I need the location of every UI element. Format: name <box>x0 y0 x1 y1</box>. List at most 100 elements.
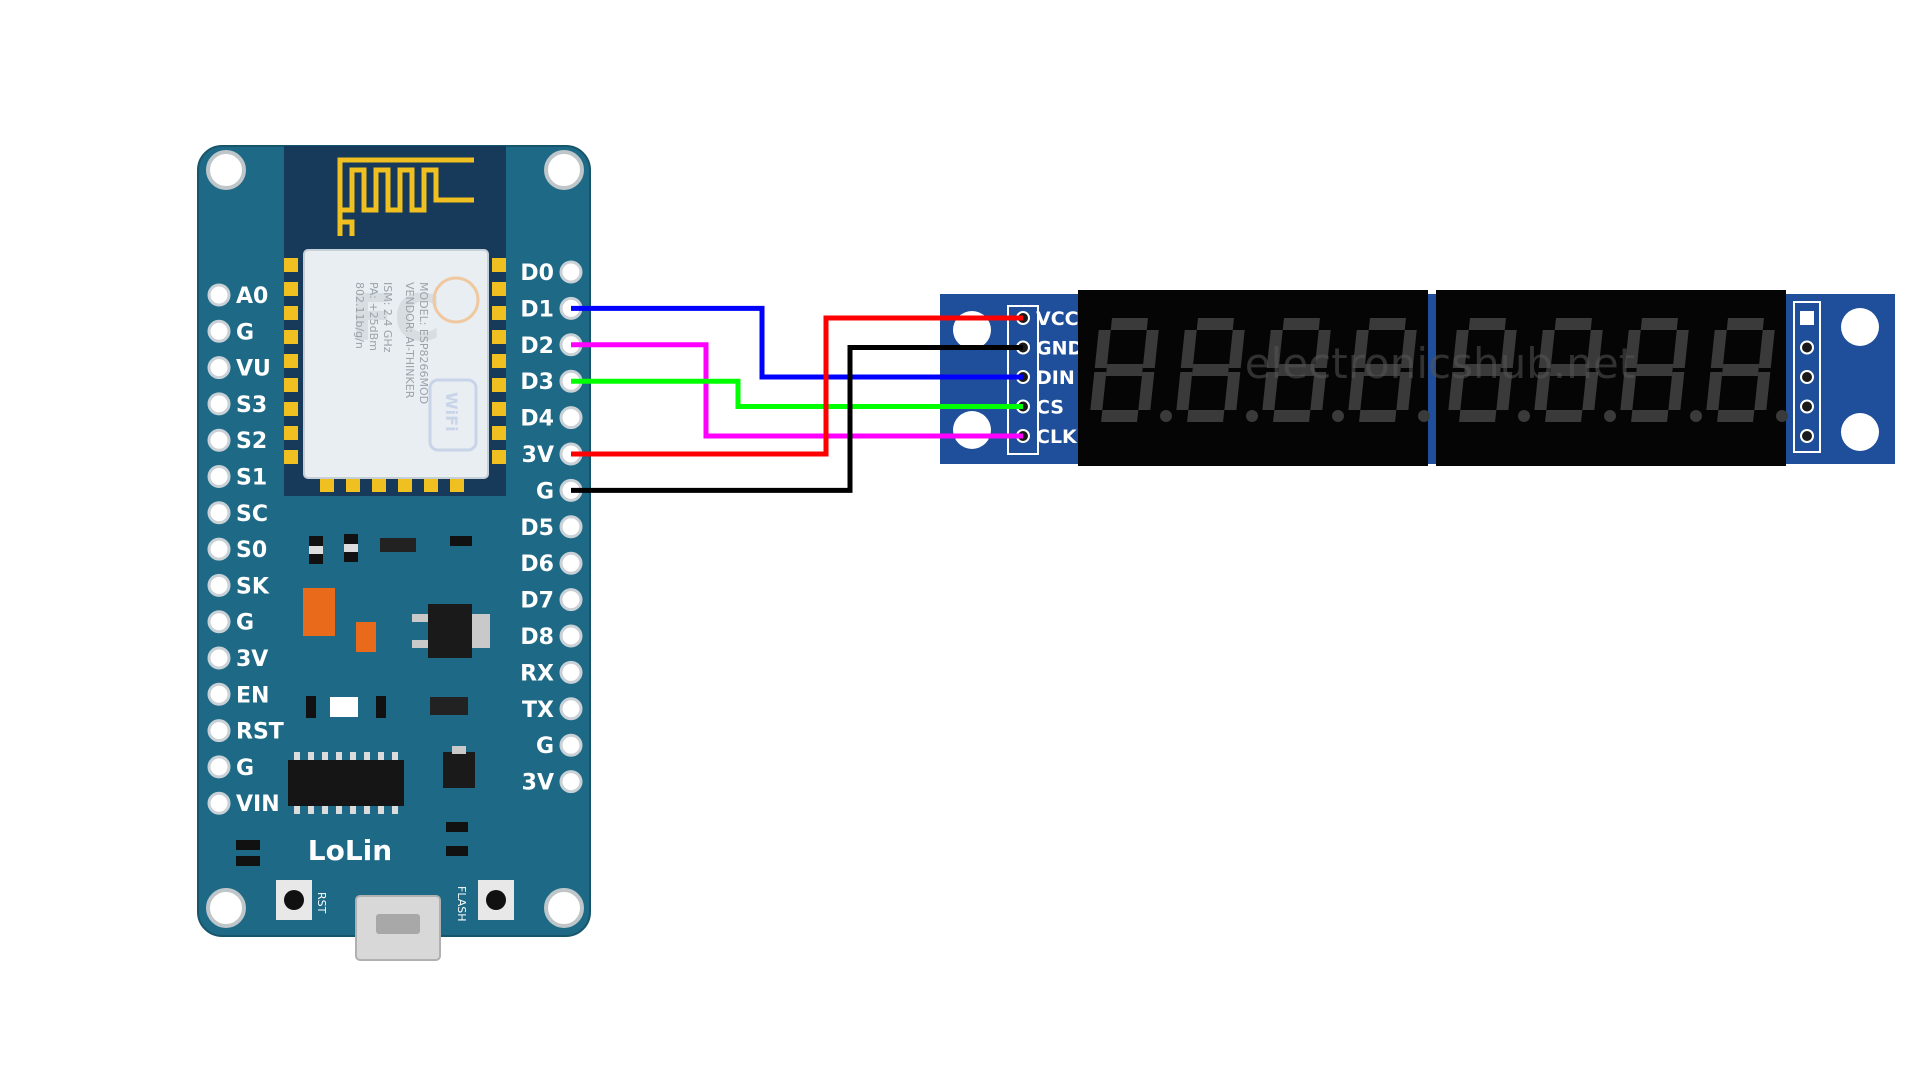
display-pin-label: DIN <box>1036 367 1075 389</box>
left-pin-label: VU <box>236 357 271 382</box>
left-pin-label: G <box>236 611 254 636</box>
right-pin-d5[interactable]: D5 <box>520 515 583 541</box>
right-pin-d3[interactable]: D3 <box>520 369 583 395</box>
right-pin-label: TX <box>522 698 554 723</box>
display-pin-cs[interactable]: CS <box>1016 397 1064 419</box>
right-pin-d7[interactable]: D7 <box>520 588 583 614</box>
right-pin-d6[interactable]: D6 <box>520 551 583 577</box>
right-pin-label: D1 <box>520 297 554 322</box>
rst-button[interactable] <box>276 880 312 920</box>
display-mount-hole <box>1841 413 1879 451</box>
wire-g-to-gnd <box>571 345 1023 493</box>
left-pin-en[interactable]: EN <box>207 682 269 708</box>
left-pin-label: G <box>236 756 254 781</box>
digit-3 <box>1262 318 1344 422</box>
right-pin-d2[interactable]: D2 <box>520 333 583 359</box>
right-pin-label: D4 <box>520 407 554 432</box>
left-pin-rst[interactable]: RST <box>207 719 284 745</box>
right-pin-d8[interactable]: D8 <box>520 624 583 650</box>
module-model: MODEL: ESP8266MOD <box>417 282 430 404</box>
right-pin-tx[interactable]: TX <box>522 697 583 723</box>
right-pin-label: D2 <box>520 334 554 359</box>
display-pin-label: GND <box>1036 338 1083 360</box>
right-pin-g[interactable]: G <box>536 733 583 759</box>
left-pin-vin[interactable]: VIN <box>207 791 280 817</box>
right-pin-label: G <box>536 734 554 759</box>
left-pin-3v[interactable]: 3V <box>207 646 268 672</box>
seven-segment-digits <box>1090 318 1788 422</box>
right-pin-label: RX <box>520 661 554 686</box>
left-pin-label: S2 <box>236 429 267 454</box>
left-pin-g[interactable]: G <box>207 610 254 636</box>
right-pin-label: D5 <box>520 516 554 541</box>
right-pin-3v[interactable]: 3V <box>522 770 583 796</box>
right-pin-label: D7 <box>520 589 554 614</box>
left-pin-s1[interactable]: S1 <box>207 465 267 491</box>
output-pin <box>1800 370 1814 384</box>
right-pin-d4[interactable]: D4 <box>520 406 583 432</box>
digit-4 <box>1348 318 1430 422</box>
input-header-outline <box>1007 305 1039 455</box>
digit-8 <box>1706 318 1788 422</box>
display-pin-label: CS <box>1036 397 1064 419</box>
digit-1 <box>1090 318 1172 422</box>
left-pin-g[interactable]: G <box>207 319 254 345</box>
left-pin-label: RST <box>236 720 284 745</box>
display-pin-gnd[interactable]: GND <box>1016 338 1083 360</box>
digit-7 <box>1620 318 1702 422</box>
usb-serial-chip <box>288 760 404 806</box>
right-pin-label: D0 <box>520 261 554 286</box>
left-pin-label: S3 <box>236 393 267 418</box>
brand-label: LoLin <box>308 834 392 867</box>
left-pin-vu[interactable]: VU <box>207 356 271 382</box>
smd-components <box>236 534 490 866</box>
fc-logo: FC <box>350 282 441 356</box>
left-pin-label: S0 <box>236 538 267 563</box>
module-pads-right <box>492 258 506 464</box>
wires <box>571 305 1023 493</box>
mounting-holes <box>206 150 584 928</box>
output-pin <box>1800 429 1814 443</box>
module-pa: PA: +25dBm <box>367 282 380 351</box>
module-std: 802.11b/g/n <box>353 282 366 349</box>
left-pin-s0[interactable]: S0 <box>207 537 267 563</box>
esp8266-module: FC MODEL: ESP8266MOD VENDOR: AI-THINKER … <box>284 146 506 496</box>
display-pin-din[interactable]: DIN <box>1016 367 1075 389</box>
capacitor <box>303 588 335 636</box>
right-pin-rx[interactable]: RX <box>520 660 583 686</box>
flash-button[interactable] <box>478 880 514 920</box>
rst-label: RST <box>315 892 328 914</box>
display-pin-label: VCC <box>1036 308 1079 330</box>
right-pin-label: G <box>536 479 554 504</box>
wire-d1-to-din <box>571 305 1023 380</box>
display-mount-hole <box>1841 308 1879 346</box>
module-pads-left <box>284 258 298 464</box>
left-pin-label: VIN <box>236 792 280 817</box>
output-pin <box>1800 399 1814 414</box>
wifi-logo-text: WiFi <box>442 392 461 432</box>
left-pin-sk[interactable]: SK <box>207 573 270 599</box>
right-pin-label: D8 <box>520 625 554 650</box>
left-pin-sc[interactable]: SC <box>207 501 268 527</box>
output-header-outline <box>1793 301 1821 453</box>
left-pin-s2[interactable]: S2 <box>207 428 267 454</box>
left-pin-a0[interactable]: A0 <box>207 283 268 309</box>
left-pin-label: 3V <box>236 647 268 672</box>
display-pin-vcc[interactable]: VCC <box>1016 308 1079 330</box>
digit-6 <box>1534 318 1616 422</box>
micro-usb-port[interactable] <box>355 895 441 961</box>
ai-thinker-logo <box>432 276 480 324</box>
output-pin <box>1800 311 1814 325</box>
left-pin-g[interactable]: G <box>207 755 254 781</box>
left-pin-s3[interactable]: S3 <box>207 392 267 418</box>
rf-shield <box>303 249 489 479</box>
wire-d3-to-cs <box>571 378 1023 409</box>
antenna-trace <box>337 157 474 236</box>
right-pin-label: D3 <box>520 370 554 395</box>
module-pads-bottom <box>320 478 464 492</box>
left-pin-label: SC <box>236 502 268 527</box>
right-pin-d0[interactable]: D0 <box>520 260 583 286</box>
